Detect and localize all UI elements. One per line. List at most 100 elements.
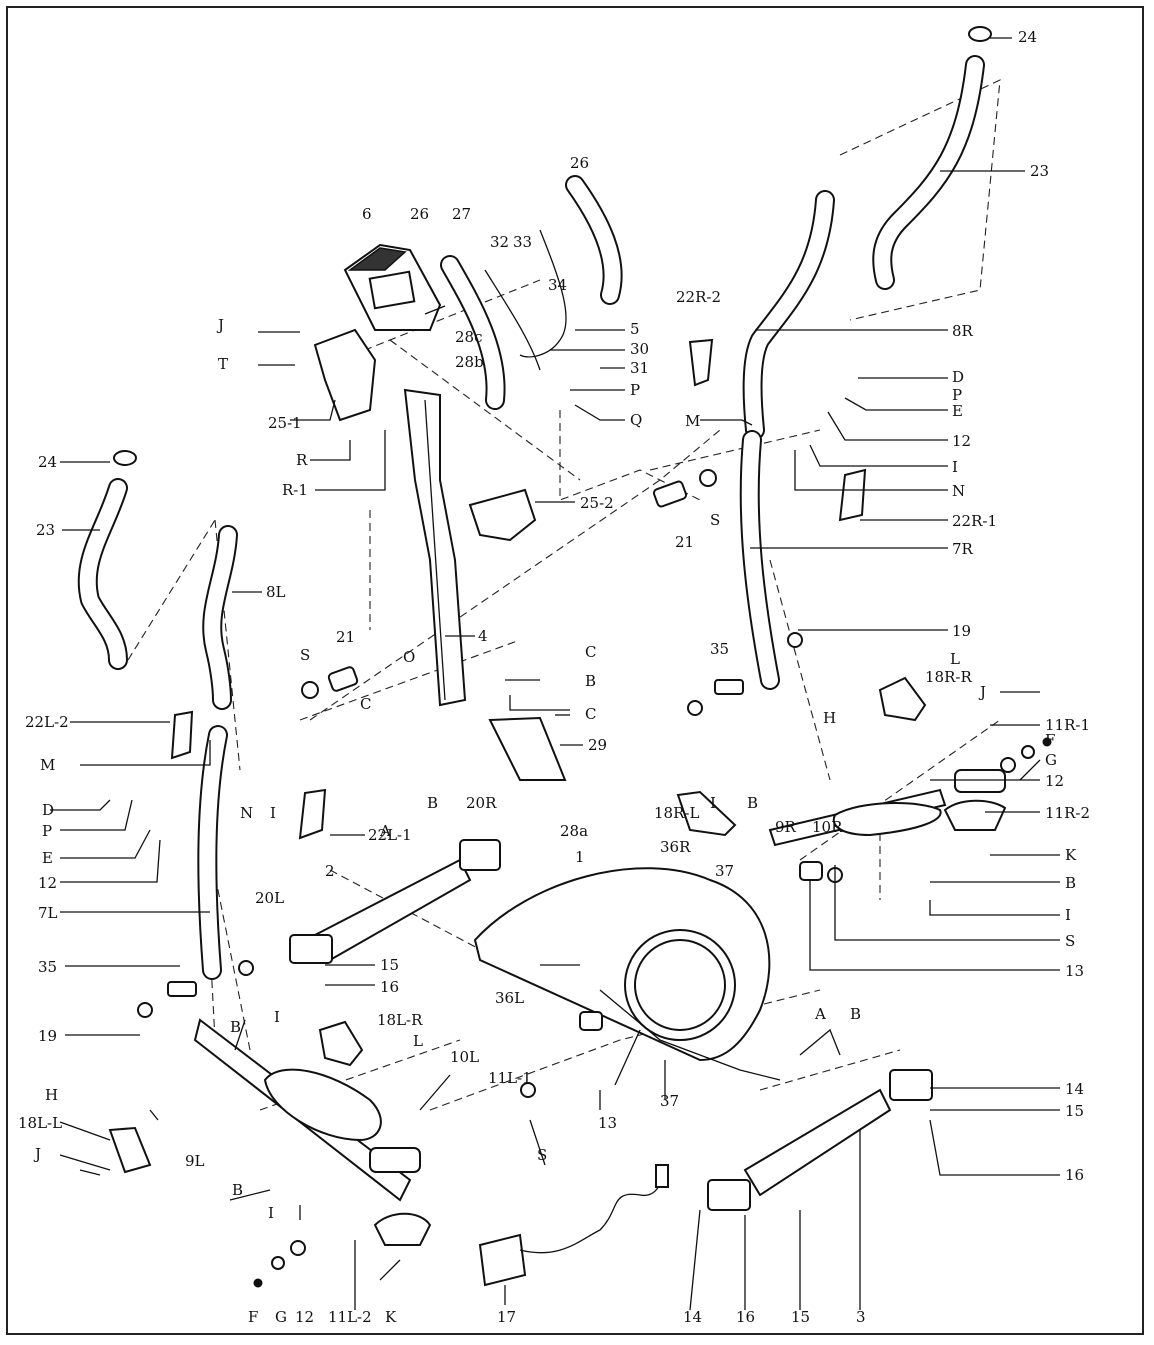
diagram-frame <box>6 6 1144 1335</box>
label-B: B <box>585 672 596 690</box>
label-B: B <box>1065 874 1076 892</box>
label-J: J <box>978 683 986 701</box>
label-28c: 28c <box>455 328 483 346</box>
label-16: 16 <box>380 978 399 996</box>
part-24-left-end-cap <box>113 450 137 466</box>
label-15: 15 <box>1065 1102 1084 1120</box>
label-1: 1 <box>575 848 585 866</box>
label-S: S <box>710 511 720 529</box>
label-24: 24 <box>38 453 57 471</box>
label-10L: 10L <box>450 1048 479 1066</box>
label-I: I <box>274 1008 280 1026</box>
label-A: A <box>814 1005 826 1023</box>
leader-lines <box>50 37 1060 1311</box>
label-N: N <box>952 482 965 500</box>
label-19: 19 <box>952 622 971 640</box>
label-P: P <box>952 386 962 404</box>
part-18R-bracket <box>676 676 927 837</box>
label-3: 3 <box>856 1308 866 1326</box>
label-S: S <box>1065 932 1075 950</box>
part-17-power-adapter <box>478 1164 669 1287</box>
part-8R-right-upper-arm <box>742 190 835 440</box>
label-31: 31 <box>630 359 649 377</box>
part-36-side-covers <box>473 867 781 1081</box>
label-24: 24 <box>1018 28 1037 46</box>
label-K: K <box>385 1308 397 1326</box>
label-I: I <box>270 804 276 822</box>
part-5-handlebar-frame <box>484 229 567 371</box>
label-18L-L: 18L-L <box>18 1114 62 1132</box>
label-B: B <box>747 794 758 812</box>
label-C: C <box>360 695 371 713</box>
label-9L: 9L <box>185 1152 205 1170</box>
label-19: 19 <box>38 1027 57 1045</box>
label-36L: 36L <box>495 989 524 1007</box>
label-26: 26 <box>570 154 589 172</box>
label-M: M <box>685 412 700 430</box>
label-8R: 8R <box>952 322 974 340</box>
label-33: 33 <box>513 233 532 251</box>
label-27: 27 <box>452 205 471 223</box>
label-J: J <box>33 1145 41 1163</box>
label-7L: 7L <box>38 904 58 922</box>
label-F: F <box>248 1308 258 1326</box>
label-C: C <box>585 705 596 723</box>
label-21: 21 <box>675 533 694 551</box>
label-22L-1: 22L-1 <box>368 826 412 844</box>
part-6-console <box>343 243 442 331</box>
label-35: 35 <box>710 640 729 658</box>
label-A: A <box>379 822 391 840</box>
part-22-brackets <box>170 338 867 840</box>
label-16: 16 <box>736 1308 755 1326</box>
part-7L-left-lower-arm <box>197 725 228 980</box>
part-20-end-caps <box>289 839 501 964</box>
label-7R: 7R <box>952 540 974 558</box>
part-18L-bracket <box>108 1020 364 1174</box>
label-12: 12 <box>38 874 57 892</box>
label-23: 23 <box>36 521 55 539</box>
label-K: K <box>1065 846 1077 864</box>
label-2: 2 <box>325 862 335 880</box>
label-5: 5 <box>630 320 640 338</box>
label-I: I <box>952 458 958 476</box>
label-8L: 8L <box>266 583 286 601</box>
label-11L-1: 11L-1 <box>488 1069 532 1087</box>
label-I: I <box>268 1204 274 1222</box>
part-10L-left-pedal <box>263 1068 382 1142</box>
label-12: 12 <box>952 432 971 450</box>
label-H: H <box>823 709 836 727</box>
label-22L-2: 22L-2 <box>25 713 69 731</box>
part-labels: 24 23 26 6 26 27 32 33 34 22R-2 8R 5 28c… <box>18 28 1090 1326</box>
part-3-rear-stabilizer <box>743 1088 892 1197</box>
part-23-right-handlebar <box>872 55 985 290</box>
label-I: I <box>1065 906 1071 924</box>
label-N: N <box>240 804 253 822</box>
label-B: B <box>427 794 438 812</box>
label-35: 35 <box>38 958 57 976</box>
label-L: L <box>413 1032 423 1050</box>
label-18R-R: 18R-R <box>925 668 972 686</box>
label-J: J <box>216 316 224 334</box>
label-25-2: 25-2 <box>580 494 614 512</box>
label-16: 16 <box>1065 1166 1084 1184</box>
label-6: 6 <box>362 205 372 223</box>
label-37: 37 <box>715 862 734 880</box>
part-14-end-caps <box>707 1069 933 1211</box>
label-15: 15 <box>380 956 399 974</box>
label-34: 34 <box>548 276 567 294</box>
label-28b: 28b <box>455 353 484 371</box>
label-14: 14 <box>683 1308 702 1326</box>
label-G: G <box>1045 751 1057 769</box>
label-15: 15 <box>791 1308 810 1326</box>
label-P: P <box>42 822 52 840</box>
part-2-front-stabilizer <box>313 858 472 962</box>
part-29-mast-cover <box>488 716 567 781</box>
label-E: E <box>952 402 963 420</box>
part-25-covers <box>313 328 537 542</box>
label-23: 23 <box>1030 162 1049 180</box>
label-17: 17 <box>497 1308 516 1326</box>
label-10R: 10R <box>812 818 843 836</box>
part-24-right-end-cap <box>968 26 992 42</box>
label-14: 14 <box>1065 1080 1084 1098</box>
